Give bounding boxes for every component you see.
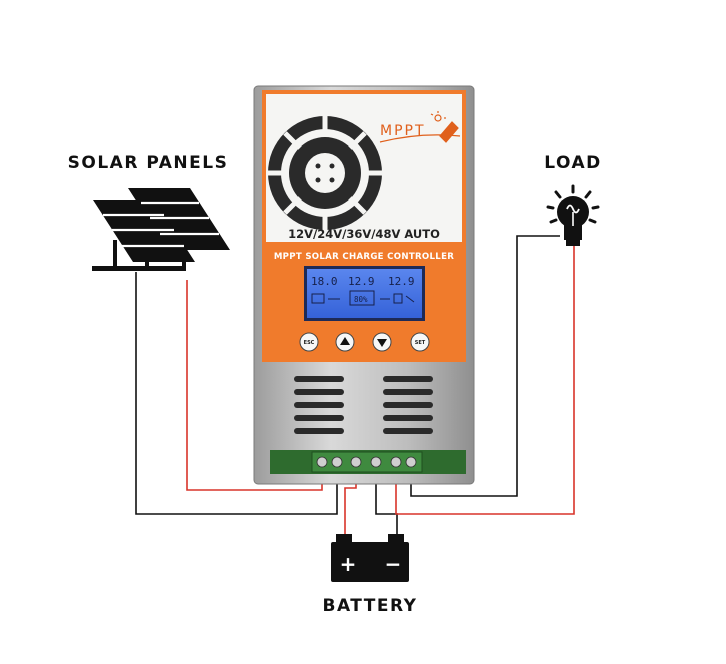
load-positive-wire <box>395 246 575 515</box>
lcd-display: 18.0 12.9 12.9 80% <box>304 266 425 321</box>
load-label: LOAD <box>544 153 602 173</box>
charge-controller: MPPT 12V/24V/36V/48V AUTO MPPT SOLAR CHA… <box>253 85 475 485</box>
light-bulb-icon <box>546 184 600 246</box>
controller-name: MPPT SOLAR CHARGE CONTROLLER <box>274 252 454 262</box>
down-button[interactable] <box>372 332 392 352</box>
battery-icon: + − <box>331 534 409 582</box>
esc-button-label: ESC <box>304 340 315 346</box>
up-arrow-icon <box>340 337 350 345</box>
battery-minus-sign: − <box>385 552 402 576</box>
solar-negative-wire <box>135 272 338 515</box>
down-arrow-icon <box>377 339 387 347</box>
battery-plus-sign: + <box>340 552 357 576</box>
lcd-battery-voltage: 12.9 <box>348 275 375 288</box>
set-button-label: SET <box>415 340 426 346</box>
brand-text: MPPT <box>380 123 426 139</box>
solar-panels-icon <box>92 188 230 271</box>
terminal-block <box>311 451 423 473</box>
vent-slots <box>294 376 433 434</box>
up-button[interactable] <box>335 332 355 352</box>
set-button[interactable]: SET <box>410 332 430 352</box>
lcd-load-voltage: 12.9 <box>388 275 415 288</box>
battery-label: BATTERY <box>323 596 418 616</box>
load-negative-wire <box>410 235 560 497</box>
solar-panels-label: SOLAR PANELS <box>68 153 229 173</box>
esc-button[interactable]: ESC <box>299 332 319 352</box>
voltage-text: 12V/24V/36V/48V AUTO <box>288 227 440 241</box>
brand-sun-panel-icon <box>430 111 459 143</box>
fan-grille <box>268 116 382 230</box>
lcd-battery-percent: 80% <box>354 295 368 304</box>
battery-negative-wire <box>375 470 398 538</box>
lcd-solar-voltage: 18.0 <box>311 275 338 288</box>
